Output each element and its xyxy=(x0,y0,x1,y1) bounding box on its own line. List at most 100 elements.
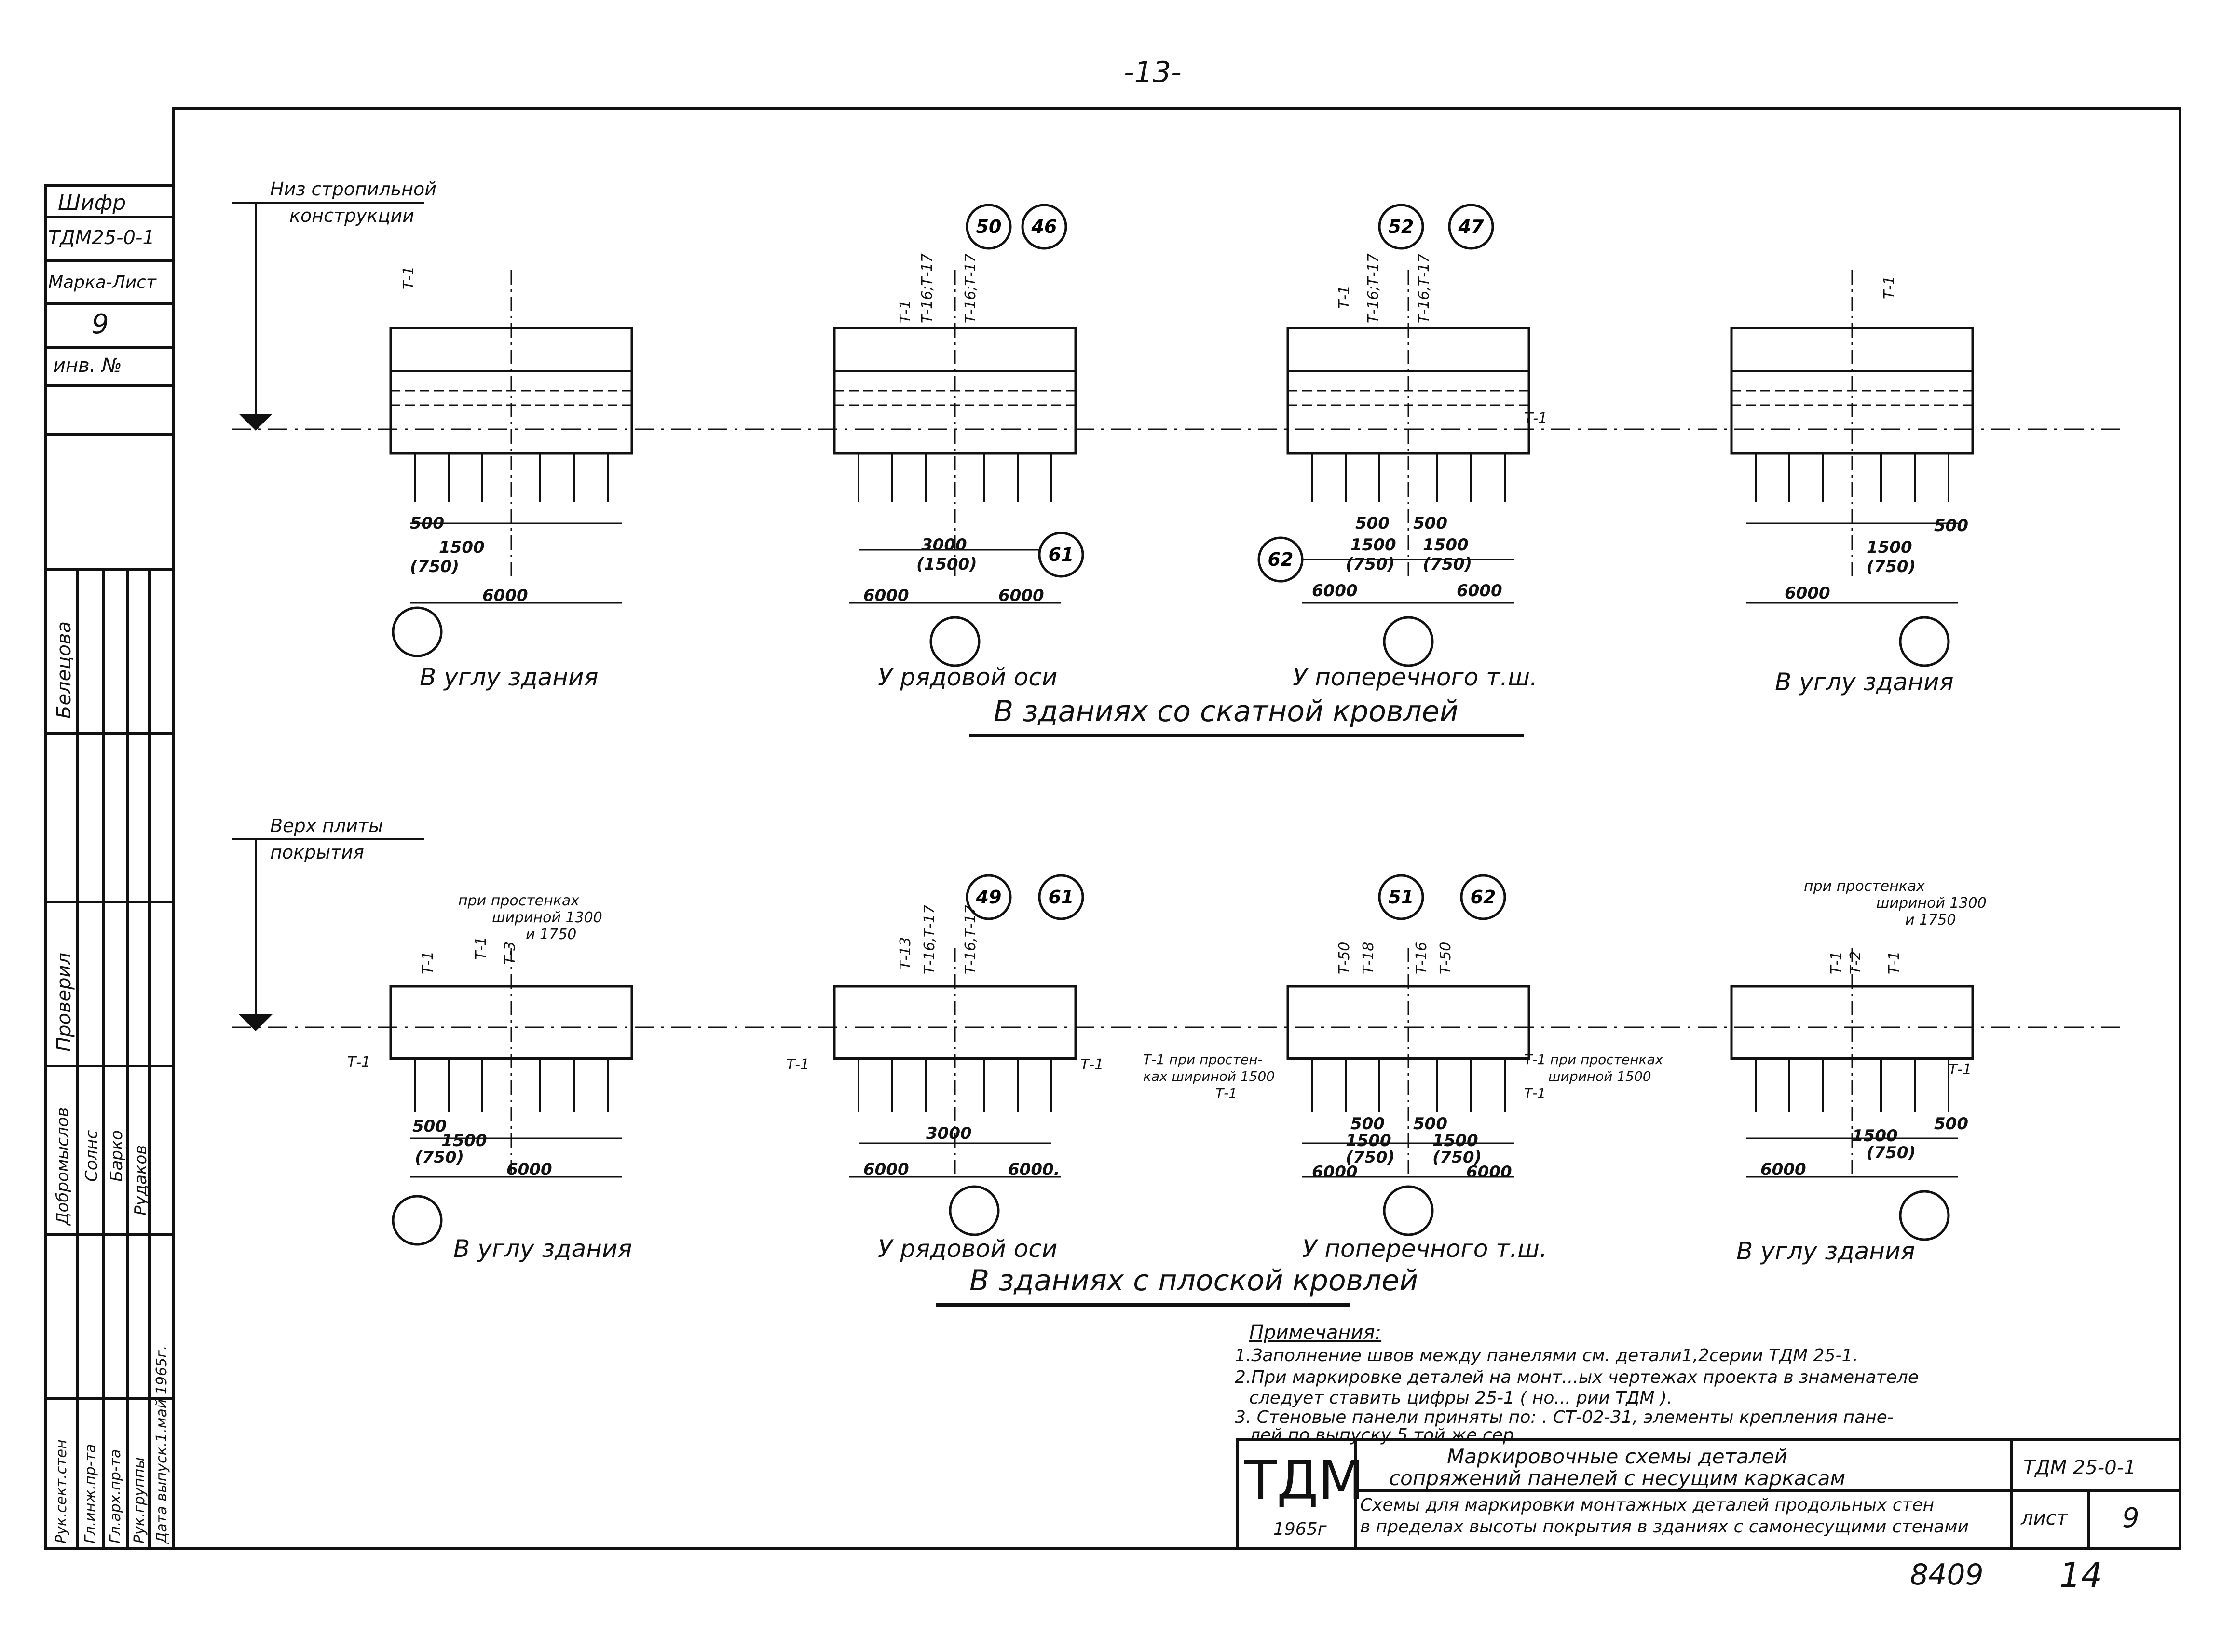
detail-ref: 62 xyxy=(1268,549,1294,570)
mark-label: Т-1 xyxy=(400,266,417,289)
stamp-role-4: Рук.группы xyxy=(131,1457,148,1543)
caption-bottom-1: В углу здания xyxy=(453,1235,632,1263)
dim-label: 500 xyxy=(410,514,444,533)
mark-label: Т-1 xyxy=(473,936,490,960)
dim-label: 1500 xyxy=(1423,535,1469,555)
mark-label: Т-1 xyxy=(786,1056,810,1073)
title-logo: ТДМ xyxy=(1244,1449,1364,1511)
mark-label: Т-1 xyxy=(1828,951,1845,974)
dim-label: 1500 xyxy=(439,538,485,557)
dim-label: 500 xyxy=(1934,1114,1968,1133)
dim-label: 6000. xyxy=(1008,1160,1060,1179)
dim-label: 6000 xyxy=(863,1160,909,1179)
dim-label: 1500 xyxy=(1346,1131,1391,1150)
stamp-name-4: Барко xyxy=(107,1130,126,1182)
detail-ref-number: 62 xyxy=(1471,887,1496,908)
dim-label: 500 xyxy=(1934,516,1968,535)
note-label: шириной 1300 xyxy=(492,909,602,926)
node-bottom-transverse-joint xyxy=(1288,948,1529,1179)
detail-ref-number: 46 xyxy=(1031,216,1057,237)
title-line-2: сопряжений панелей с несущим каркасам xyxy=(1389,1466,1846,1490)
dim-label: 500 xyxy=(1413,1114,1447,1133)
dim-label: 3000 xyxy=(921,535,967,555)
mark-label: Т-1 xyxy=(420,951,436,974)
dim-label: (750) xyxy=(1423,555,1472,574)
dim-label: 6000 xyxy=(1785,584,1830,603)
detail-ref-number: 50 xyxy=(976,216,1002,237)
axis-marker xyxy=(949,1185,1000,1236)
dim-label: 500 xyxy=(1350,1114,1385,1133)
dim-label: 6000 xyxy=(1457,581,1502,601)
mark-label: Т-1 xyxy=(1080,1056,1104,1073)
mark-label: Т-1 xyxy=(1949,1061,1972,1078)
section-title-flat: В зданиях с плоской кровлей xyxy=(969,1264,1418,1297)
stamp-name-5: Рудаков xyxy=(131,1145,150,1215)
note-label: при простенках xyxy=(458,892,580,909)
notes-heading: Примечания: xyxy=(1249,1322,1382,1344)
mark-label: Т-16;Т-17 xyxy=(919,253,936,323)
mark-label: Т-1 xyxy=(347,1054,371,1071)
side-note: Т-1 при простен- xyxy=(1143,1051,1263,1067)
side-note: Т-1 при простенках xyxy=(1524,1051,1663,1067)
mark-label: Т-50 xyxy=(1437,942,1454,974)
dim-label: (750) xyxy=(1432,1148,1482,1167)
side-note: шириной 1500 xyxy=(1548,1068,1651,1084)
node-bottom-corner-left xyxy=(391,948,632,1179)
stamp-role-5: Дата выпуск.1.май 1965г. xyxy=(153,1345,170,1543)
sheet-frame xyxy=(172,107,2181,1550)
detail-ref-number: 62 xyxy=(1268,549,1294,570)
mark-label: Т-2 xyxy=(1847,951,1864,974)
dim-label: 6000 xyxy=(1312,581,1358,601)
note-label: при простенках xyxy=(1804,878,1925,895)
mark-label: Т-16;Т-17 xyxy=(1365,253,1382,323)
notes-line-4: 3. Стеновые панели приняты по: . СТ-02-3… xyxy=(1235,1407,1894,1427)
mark-label: Т-50 xyxy=(1336,942,1353,974)
detail-ref-number: 47 xyxy=(1458,216,1484,237)
node-top-ordinary-axis xyxy=(834,270,1076,579)
caption-bottom-4: В углу здания xyxy=(1736,1237,1915,1265)
mark-label: Т-16;Т-17 xyxy=(962,253,979,323)
stamp-role-checked: Проверил xyxy=(53,952,75,1051)
level-bottom-line2: покрытия xyxy=(270,842,364,863)
caption-bottom-3: У поперечного т.ш. xyxy=(1302,1235,1547,1263)
dim-label: 6000 xyxy=(1312,1162,1358,1182)
detail-refs: 52 47 xyxy=(1389,216,1484,237)
mark-label: Т-1 xyxy=(1881,275,1898,299)
dim-label: (750) xyxy=(1346,555,1395,574)
dim-label: 500 xyxy=(1355,514,1390,533)
detail-refs: 51 62 xyxy=(1389,887,1496,908)
page-number: -13- xyxy=(1124,55,1182,89)
caption-top-1: В углу здания xyxy=(420,663,599,691)
mark-label: Т-16,Т-17 xyxy=(1416,253,1432,323)
mark-label: Т-1 xyxy=(1524,410,1548,427)
caption-top-2: У рядовой оси xyxy=(878,663,1058,691)
dim-label: 3000 xyxy=(926,1124,972,1143)
stamp-role-2: Гл.инж.пр-та xyxy=(82,1444,99,1543)
mark-label: Т-1 xyxy=(897,300,914,323)
dim-label: (750) xyxy=(1867,557,1916,576)
dim-label: (750) xyxy=(1867,1143,1916,1162)
detail-ref-number: 49 xyxy=(976,887,1002,908)
side-note: ках шириной 1500 xyxy=(1143,1068,1275,1084)
level-bottom-line1: Верх плиты xyxy=(270,815,383,836)
stamp-name-1: Белецова xyxy=(53,621,75,719)
dim-label: (750) xyxy=(1346,1148,1395,1167)
node-bottom-ordinary-axis xyxy=(834,948,1076,1179)
level-top-line2: конструкции xyxy=(289,205,414,226)
dim-label: 6000 xyxy=(482,586,528,605)
page-index: 14 xyxy=(2059,1556,2103,1595)
axis-marker xyxy=(1383,616,1434,667)
stamp-inv-label: инв. № xyxy=(53,355,122,377)
detail-ref: 61 xyxy=(1049,544,1074,565)
note-label: и 1750 xyxy=(526,926,577,943)
dim-label: 1500 xyxy=(1432,1131,1478,1150)
axis-marker xyxy=(392,606,443,657)
dim-label: 1500 xyxy=(1852,1126,1898,1146)
dim-label: 6000 xyxy=(1466,1162,1512,1182)
title-line-1: Маркировочные схемы деталей xyxy=(1447,1445,1787,1468)
notes-line-2: 2.При маркировке деталей на монт...ых че… xyxy=(1235,1367,1919,1387)
dim-label: 1500 xyxy=(1350,535,1396,555)
note-label: шириной 1300 xyxy=(1876,895,1987,912)
detail-refs: 50 46 xyxy=(976,216,1057,237)
